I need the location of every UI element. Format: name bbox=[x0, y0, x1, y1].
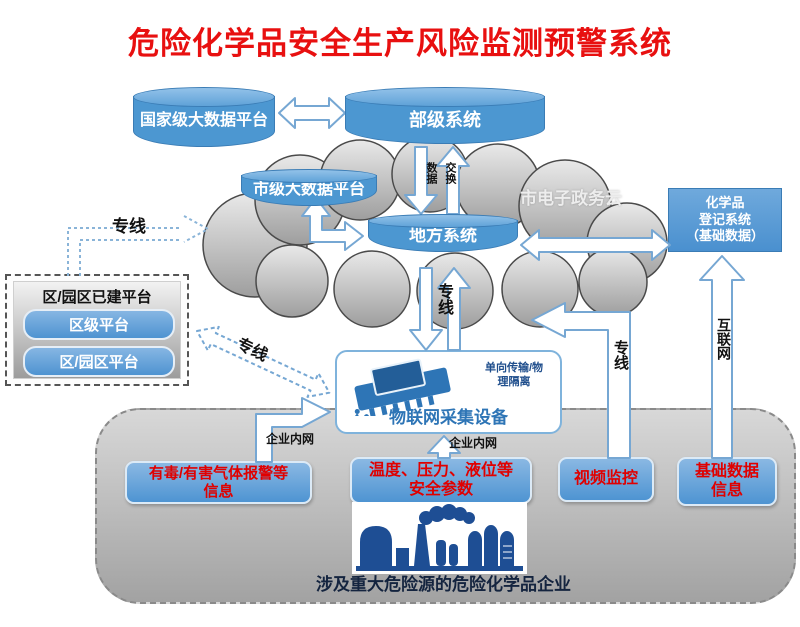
node-local-system: 地方系统 bbox=[368, 214, 518, 252]
sensor-toxic-line1: 有毒/有害气体报警等 bbox=[148, 465, 289, 483]
existing-platform-panel: 区/园区已建平台 区级平台 区/园区平台 bbox=[5, 274, 189, 386]
iot-device-box: 单向传输/物 理隔离 物联网采集设备 bbox=[335, 350, 562, 434]
cylinder-top bbox=[241, 169, 377, 183]
sensor-basic-line2: 信息 bbox=[710, 481, 743, 499]
chem-registry-line3: （基础数据） bbox=[685, 228, 764, 244]
park-platform-item: 区/园区平台 bbox=[23, 346, 175, 377]
dedicated-line-left-label: 专线 bbox=[112, 217, 146, 236]
node-ministry-system: 部级系统 bbox=[345, 87, 545, 144]
internet-label: 互联网 bbox=[716, 318, 732, 360]
existing-platform-title: 区/园区已建平台 bbox=[42, 289, 152, 306]
chem-registry-line1: 化学品 bbox=[705, 194, 745, 210]
dedicated-line-center-label: 专线 bbox=[435, 283, 452, 315]
intranet-left-label: 企业内网 bbox=[266, 432, 315, 446]
sensor-toxic-line2: 信息 bbox=[203, 482, 234, 500]
sensor-basic-line1: 基础数据 bbox=[694, 463, 759, 481]
sensor-params-line1: 温度、压力、液位等 bbox=[368, 462, 513, 480]
cylinder-top bbox=[345, 87, 545, 107]
data-exchange-col2: 交换 bbox=[444, 162, 456, 184]
data-exchange-col1: 数据 bbox=[425, 162, 437, 184]
factory-icon bbox=[356, 504, 523, 571]
intranet-center-label: 企业内网 bbox=[449, 436, 498, 450]
page-title: 危险化学品安全生产风险监测预警系统 bbox=[128, 26, 672, 61]
node-national-platform: 国家级大数据平台 bbox=[133, 87, 275, 147]
sensor-video-label: 视频监控 bbox=[573, 470, 638, 488]
sensor-video-box: 视频监控 bbox=[558, 457, 654, 502]
factory-image bbox=[352, 502, 527, 574]
enterprise-caption: 涉及重大危险源的危险化学品企业 bbox=[316, 575, 571, 594]
district-platform-item: 区级平台 bbox=[23, 309, 175, 340]
chem-registry-line2: 登记系统 bbox=[698, 211, 751, 227]
cylinder-top bbox=[368, 214, 518, 228]
sensor-toxic-gas-box: 有毒/有害气体报警等 信息 bbox=[125, 461, 312, 504]
sensor-params-line2: 安全参数 bbox=[408, 480, 473, 498]
data-exchange-label: 数据 交换 bbox=[423, 162, 458, 184]
iot-device-label: 物联网采集设备 bbox=[389, 408, 508, 427]
one-way-isolation-note: 单向传输/物 理隔离 bbox=[473, 361, 555, 390]
dedicated-line-right-label: 专线 bbox=[612, 340, 629, 370]
node-city-platform: 市级大数据平台 bbox=[241, 169, 377, 206]
node-chem-registry: 化学品 登记系统 （基础数据） bbox=[668, 188, 782, 252]
existing-platform-inner: 区/园区已建平台 区级平台 区/园区平台 bbox=[13, 281, 181, 379]
sensor-params-box: 温度、压力、液位等 安全参数 bbox=[350, 457, 532, 504]
node-gov-cloud-label: 市电子政务云 bbox=[520, 189, 622, 208]
circuit-chip-icon bbox=[353, 358, 451, 416]
iot-note-line1: 单向传输/物 bbox=[484, 362, 544, 374]
iot-note-line2: 理隔离 bbox=[497, 376, 531, 389]
cylinder-top bbox=[133, 87, 275, 107]
